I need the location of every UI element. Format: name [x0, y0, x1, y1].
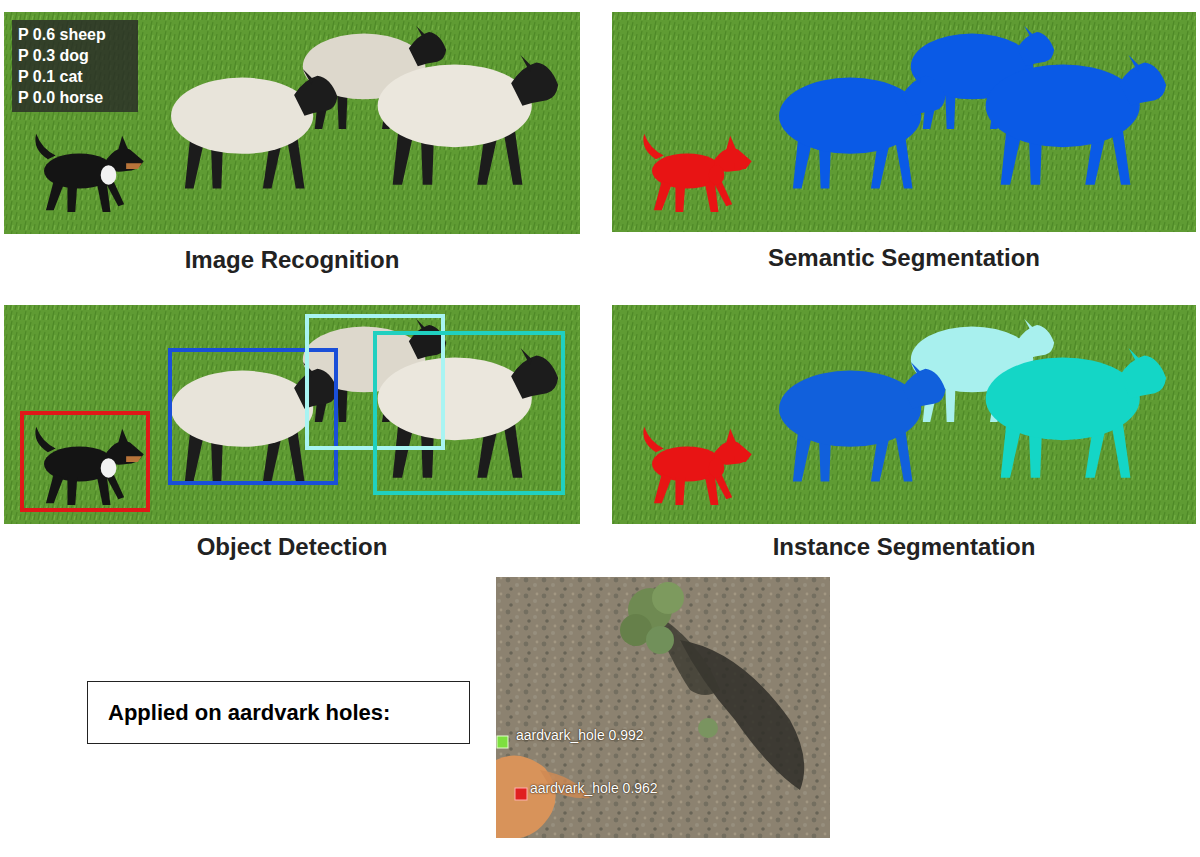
task-panel: Image RecognitionP 0.6 sheepP 0.3 dogP 0…: [4, 12, 580, 282]
note-box: Applied on aardvark holes:: [87, 681, 470, 744]
aerial-photo: [496, 577, 830, 838]
instance-masks: [643, 319, 1166, 505]
detection-panel: aardvark_hole 0.992 aardvark_hole 0.962: [496, 577, 830, 838]
class-probability: P 0.1 cat: [18, 66, 132, 87]
class-probability: P 0.0 horse: [18, 87, 132, 108]
panel-caption: Image Recognition: [4, 246, 580, 274]
panel-caption: Object Detection: [4, 533, 580, 561]
panel-caption: Semantic Segmentation: [612, 244, 1196, 272]
task-panel: Semantic Segmentation: [612, 12, 1196, 282]
detection-label: aardvark_hole 0.992: [516, 727, 644, 743]
panel-caption: Instance Segmentation: [612, 533, 1196, 561]
task-panel: Instance Segmentation: [612, 305, 1196, 567]
detection-label: aardvark_hole 0.962: [530, 780, 658, 796]
task-panel: Object Detection: [4, 305, 580, 567]
semantic-masks: [643, 26, 1166, 212]
probability-box: P 0.6 sheepP 0.3 dogP 0.1 catP 0.0 horse: [12, 20, 138, 112]
bounding-boxes: [22, 316, 563, 510]
class-probability: P 0.6 sheep: [18, 24, 132, 45]
class-probability: P 0.3 dog: [18, 45, 132, 66]
note-text: Applied on aardvark holes:: [88, 682, 390, 743]
